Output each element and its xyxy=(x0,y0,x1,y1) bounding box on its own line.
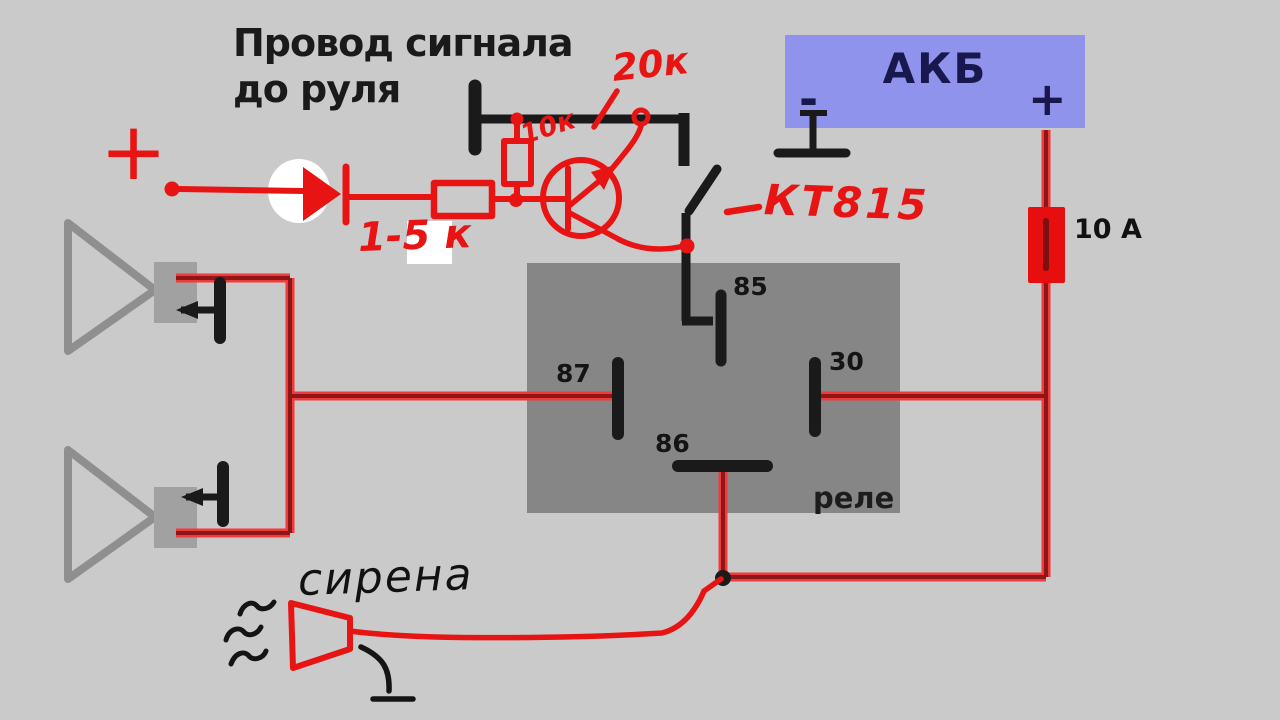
relay-pin-85-label: 85 xyxy=(733,272,768,301)
relay-pin-30-label: 30 xyxy=(829,347,864,376)
battery-ground-symbol xyxy=(773,110,851,158)
kt815-pointer-dash xyxy=(723,203,763,216)
power-wires xyxy=(176,130,1051,582)
relay-pin-87-label: 87 xyxy=(556,359,591,388)
resistor-10k-symbol xyxy=(501,112,534,199)
transistor-kt815-annotation: КТ815 xyxy=(763,175,931,230)
relay-box xyxy=(527,263,900,513)
fuse-symbol xyxy=(1028,207,1065,283)
fuse-rating-label: 10 А xyxy=(1074,214,1142,245)
battery-box xyxy=(785,35,1085,128)
horn-lower xyxy=(64,446,197,583)
relay-pins xyxy=(612,289,821,472)
battery-label: АКБ xyxy=(882,44,988,93)
battery-minus-terminal: - xyxy=(799,72,819,126)
relay-name-label: реле xyxy=(813,481,895,515)
horn-upper xyxy=(64,219,197,355)
diode-symbol xyxy=(303,163,434,226)
relay-pin-86-label: 86 xyxy=(655,429,690,458)
transistor-symbol xyxy=(540,107,695,254)
battery-plus-terminal: + xyxy=(1028,72,1067,126)
switch-symbol xyxy=(681,164,722,326)
ground-lower-horn xyxy=(181,461,229,527)
siren-annotation: сирена xyxy=(297,548,475,607)
title-line-2: до руля xyxy=(233,67,401,111)
resistor-20k-annotation: 20к xyxy=(609,39,691,90)
title-line-1: Провод сигнала xyxy=(233,21,574,65)
signal-input-wire xyxy=(164,181,306,197)
r20k-pointer-line xyxy=(591,88,620,130)
ground-upper-horn xyxy=(176,277,226,344)
resistor-1-5k-annotation: 1-5 к xyxy=(357,211,473,261)
sound-waves-icon xyxy=(223,599,277,667)
resistor-1-5k-symbol xyxy=(430,179,569,220)
siren-ground xyxy=(358,644,416,702)
siren-symbol xyxy=(288,576,724,671)
supply-plus-annotation: + xyxy=(100,105,168,198)
